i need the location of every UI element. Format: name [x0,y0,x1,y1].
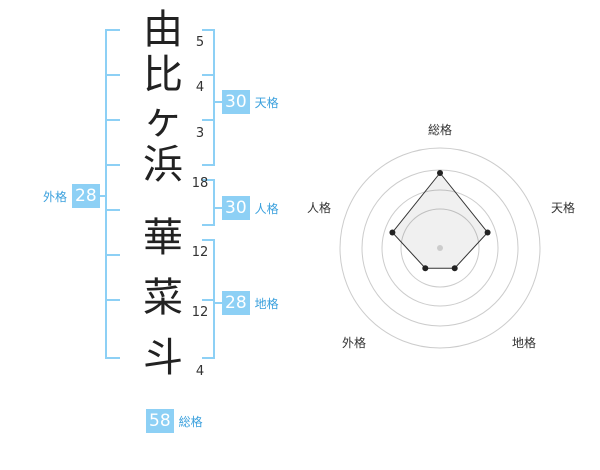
radar-chart: 総格 天格 地格 外格 人格 [307,122,575,350]
jinkaku-value: 30 [222,196,250,220]
soukaku-label: 総格 [178,414,203,429]
name-char-1: 由 [143,7,183,53]
name-char-4: 浜 [143,142,183,188]
soukaku-badge: 58 総格 [146,409,208,433]
radar-point-2 [484,229,491,236]
radar-label-tenkaku: 天格 [551,200,575,215]
radar-point-3 [451,265,458,272]
chikaku-label: 地格 [254,296,279,311]
stroke-count-5: 12 [191,245,209,260]
stroke-count-3: 3 [195,126,205,141]
stroke-count-1: 5 [195,35,205,50]
radar-label-jinkaku: 人格 [307,200,331,215]
gaikaku-value: 28 [72,184,100,208]
radar-label-soukaku: 総格 [428,122,452,137]
stroke-count-2: 4 [195,80,205,95]
name-char-5: 華 [143,215,183,261]
tenkaku-badge: 30 天格 [222,90,284,114]
radar-point-1 [437,170,443,176]
name-char-6: 菜 [143,275,183,321]
name-char-3: ヶ [143,97,183,143]
radar-center-dot [437,245,443,251]
stroke-count-6: 12 [191,305,209,320]
radar-point-5 [389,229,396,236]
tenkaku-label: 天格 [254,95,279,110]
stroke-count-4: 18 [191,176,209,191]
radar-ring-2 [381,189,499,307]
tenkaku-value: 30 [222,90,250,114]
radar-area [391,172,489,269]
name-char-2: 比 [143,52,183,98]
radar-ring-outer [339,147,541,349]
radar-ring-1 [400,208,480,288]
radar-label-gaikaku: 外格 [342,335,366,350]
chikaku-value: 28 [222,291,250,315]
jinkaku-label: 人格 [254,201,279,216]
name-char-7: 斗 [143,335,183,381]
chikaku-badge: 28 地格 [222,291,284,315]
radar-point-4 [422,265,429,272]
stroke-count-7: 4 [195,364,205,379]
jinkaku-badge: 30 人格 [222,196,284,220]
gaikaku-badge: 外格 28 [38,184,100,208]
radar-label-chikaku: 地格 [512,335,536,350]
soukaku-value: 58 [146,409,174,433]
gaikaku-label: 外格 [43,189,68,204]
